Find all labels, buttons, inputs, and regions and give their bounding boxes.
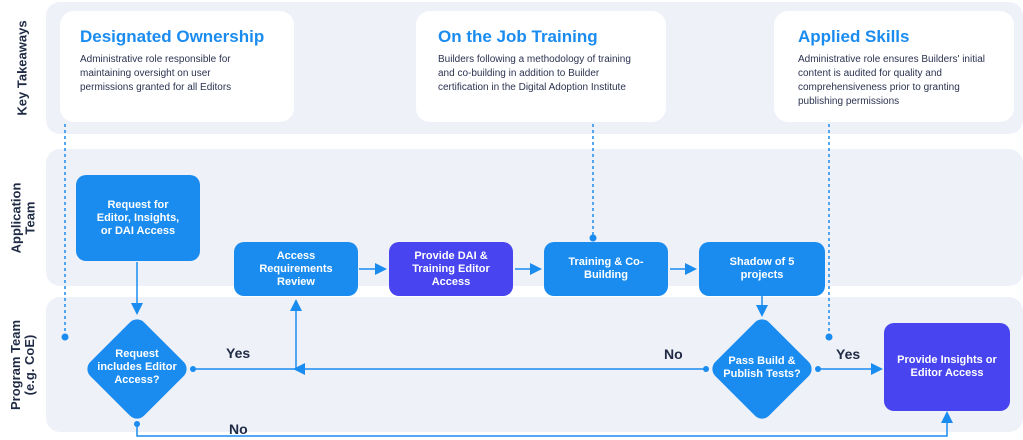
takeaway-card-on-the-job-training: On the Job Training Builders following a…	[416, 11, 666, 122]
takeaway-card-applied-skills: Applied Skills Administrative role ensur…	[774, 11, 1014, 122]
takeaway-text: Administrative role ensures Builders' in…	[798, 54, 985, 107]
edge-label-yes: Yes	[836, 346, 861, 362]
node-provide-insights-editor-access: Provide Insights or Editor Access	[884, 323, 1010, 411]
decision-build-publish-tests-text: Pass Build & Publish Tests?	[723, 355, 801, 380]
node-access-requirements-review: Access Requirements Review	[234, 242, 358, 296]
edge-label-no: No	[664, 346, 683, 362]
takeaway-title: On the Job Training	[438, 27, 598, 46]
decision-editor-access-text: Request includes Editor Access?	[97, 348, 177, 386]
edge-label-yes: Yes	[226, 345, 251, 361]
node-shadow-projects: Shadow of 5 projects	[699, 242, 825, 296]
node-provide-dai-access: Provide DAI & Training Editor Access	[389, 242, 513, 296]
takeaway-card-designated-ownership: Designated Ownership Administrative role…	[60, 11, 294, 122]
node-training-co-building: Training & Co-Building	[544, 242, 668, 296]
takeaway-title: Applied Skills	[798, 27, 910, 46]
lane-program-team	[46, 297, 1023, 432]
edge-label-no: No	[229, 421, 248, 437]
takeaway-text: Administrative role responsible for main…	[80, 54, 232, 93]
takeaway-title: Designated Ownership	[80, 27, 265, 46]
arrow-no-to-access	[136, 411, 953, 437]
node-request-access: Request for Editor, Insights, or DAI Acc…	[76, 175, 200, 261]
takeaway-text: Builders following a methodology of trai…	[438, 54, 631, 93]
